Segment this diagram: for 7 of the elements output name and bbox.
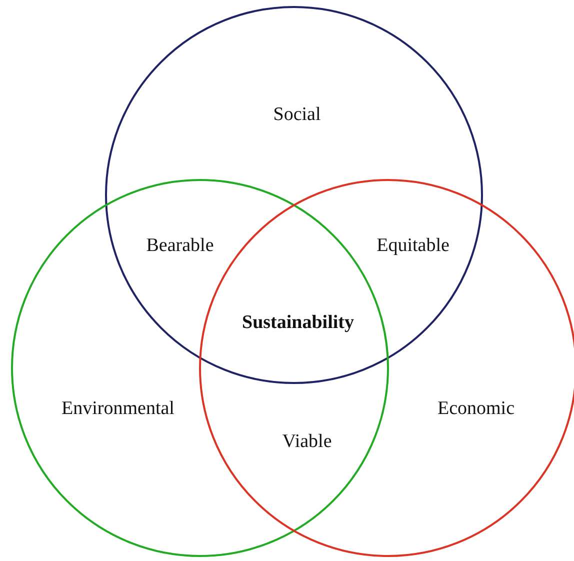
set-label: Environmental (62, 398, 174, 420)
center-overlap-label: Sustainability (242, 312, 354, 334)
overlap-label: Bearable (146, 235, 214, 257)
overlap-label: Equitable (376, 235, 450, 257)
set-label: Economic (437, 398, 515, 420)
set-label: Social (273, 104, 321, 126)
overlap-label: Viable (282, 431, 332, 453)
